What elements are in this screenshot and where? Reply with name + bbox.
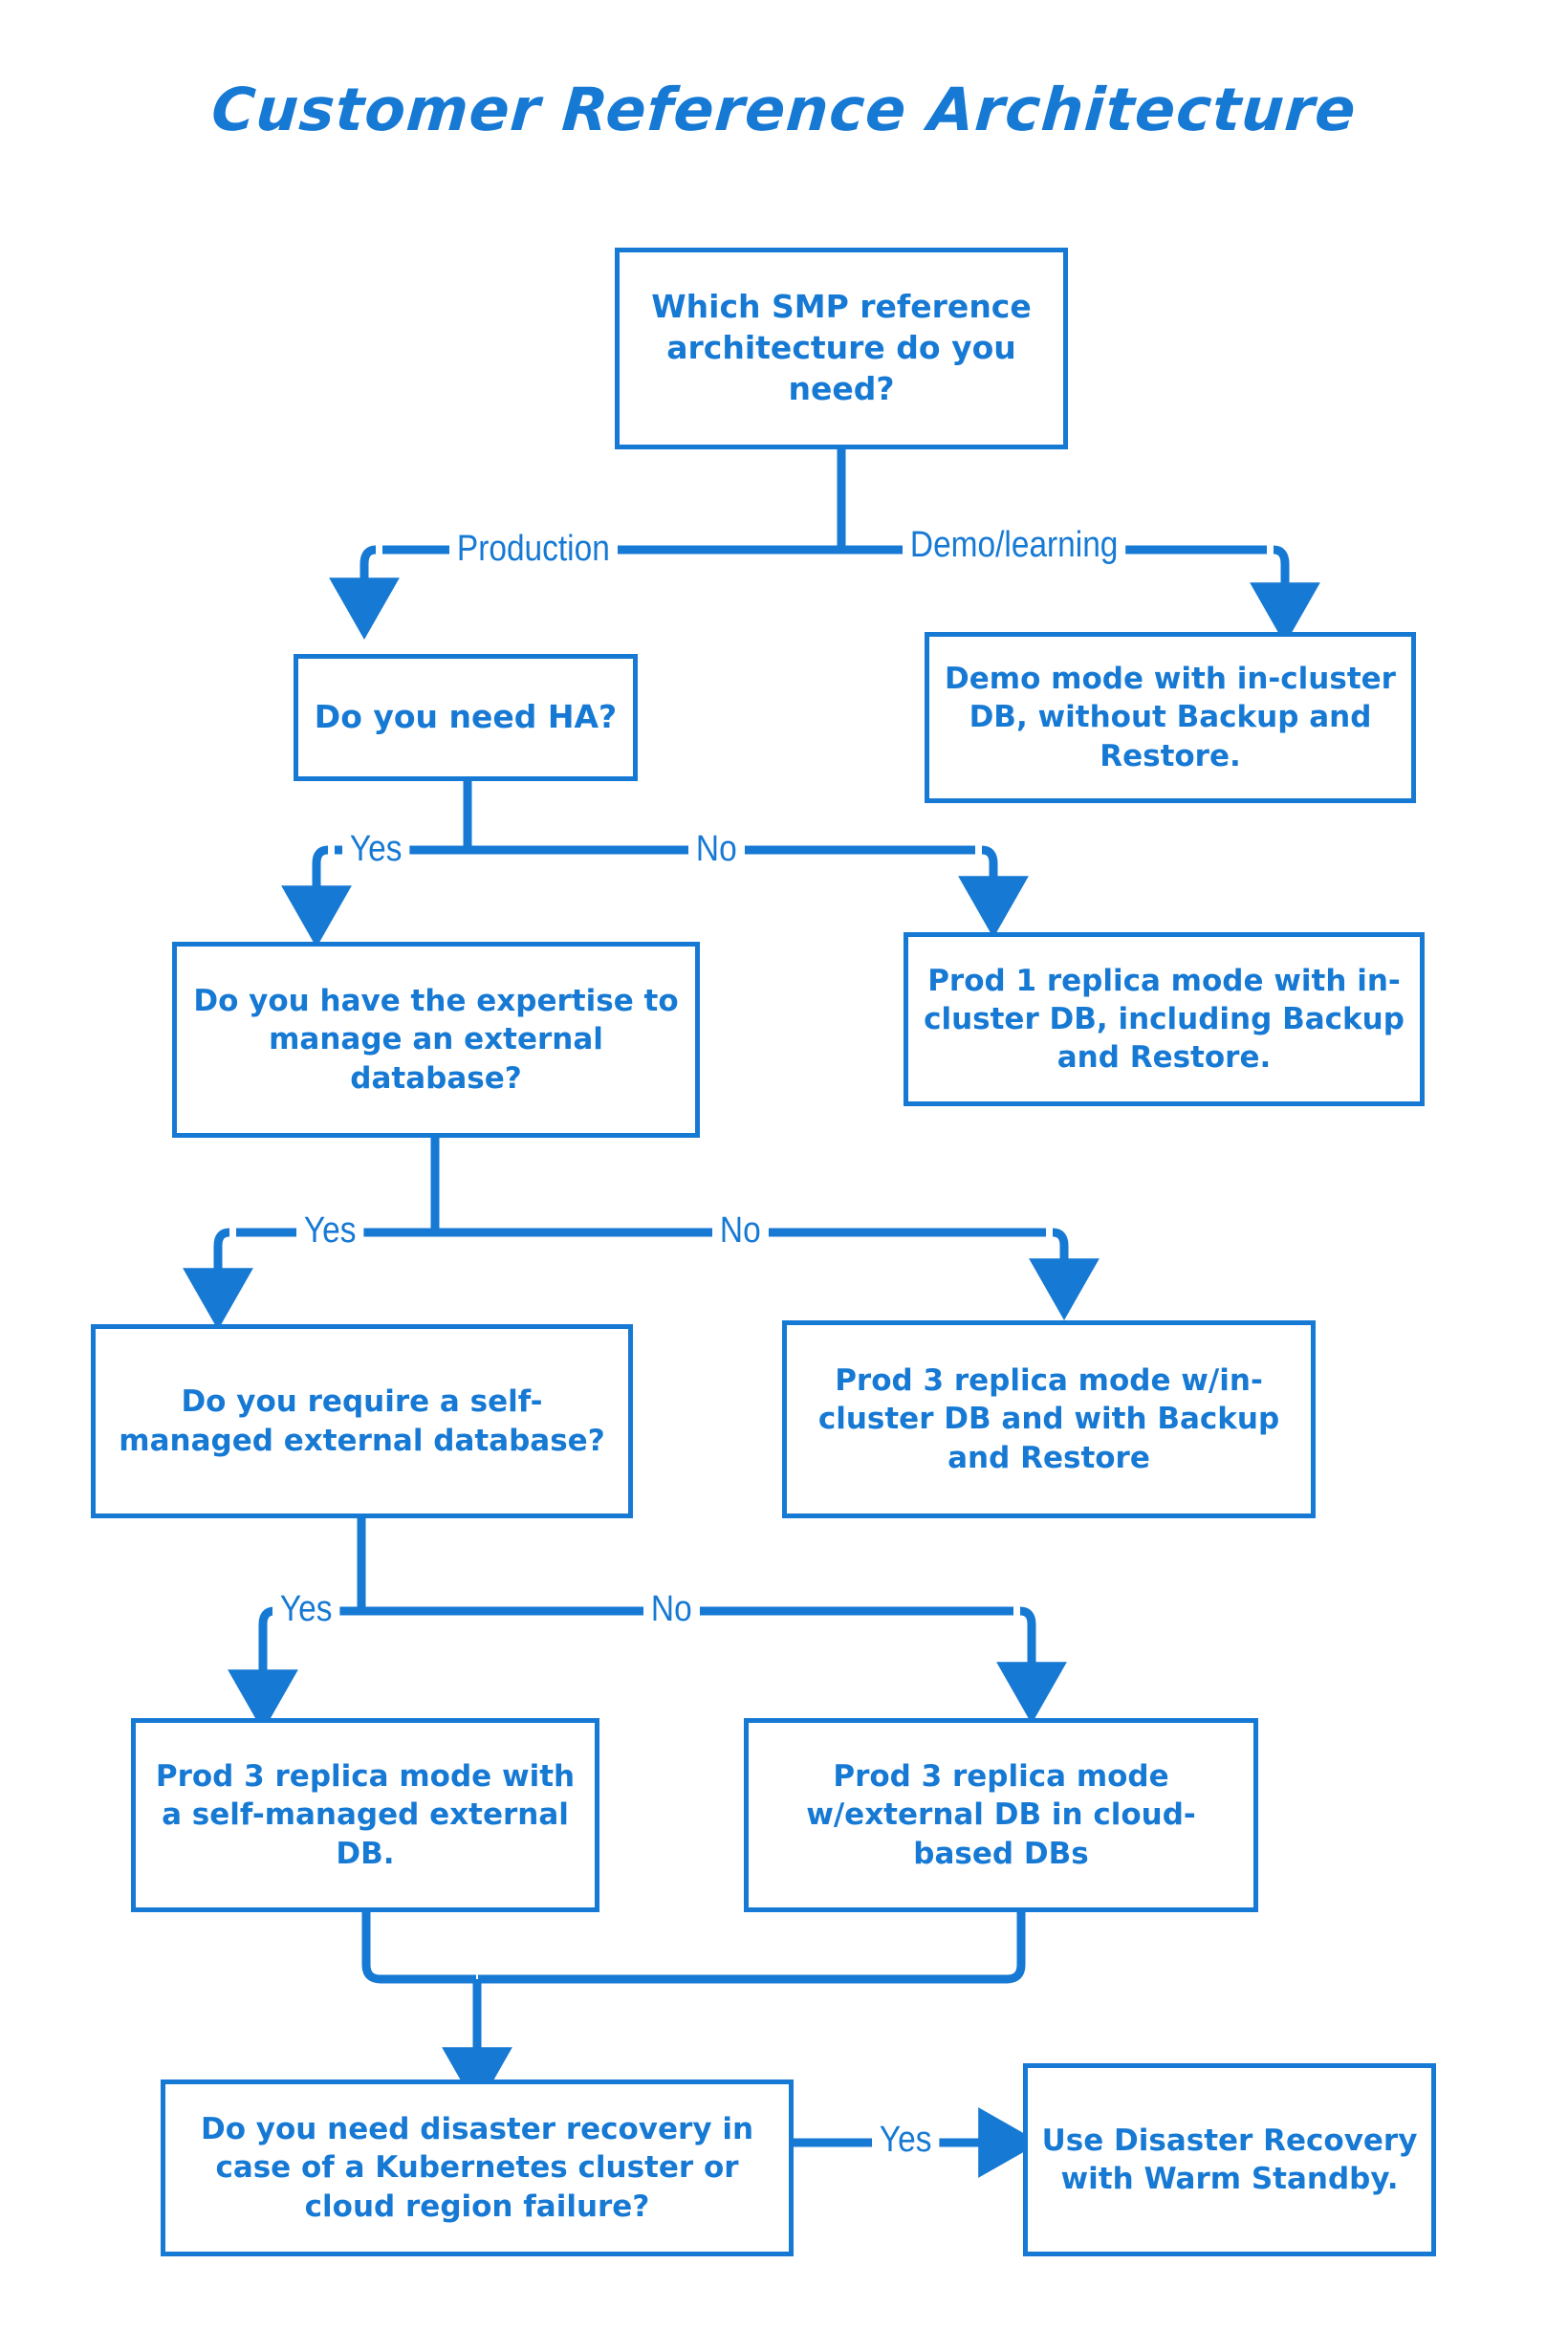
node-prod1-outcome[interactable]: Prod 1 replica mode with in-cluster DB, … [904, 932, 1425, 1106]
edge-label-demo-learning: Demo/learning [903, 527, 1126, 563]
wire-expertise-yes-down [183, 1228, 253, 1330]
edge-label-expertise-yes: Yes [296, 1212, 364, 1249]
node-demo-outcome[interactable]: Demo mode with in-cluster DB, without Ba… [925, 632, 1416, 803]
wire-selfmanaged-no-down [996, 1606, 1067, 1724]
node-prod3-selfmanaged-outcome[interactable]: Prod 3 replica mode with a self-managed … [131, 1718, 599, 1912]
edge-label-ha-no: No [688, 831, 745, 867]
node-selfmanaged-question[interactable]: Do you require a self-managed external d… [91, 1324, 633, 1518]
edge-label-production: Production [449, 531, 618, 567]
page-title: Customer Reference Architecture [208, 75, 1360, 144]
edge-label-ha-yes: Yes [342, 831, 410, 867]
wire-expertise-no-down [1029, 1228, 1100, 1320]
node-dr-outcome[interactable]: Use Disaster Recovery with Warm Standby. [1023, 2063, 1436, 2256]
edge-label-selfmanaged-yes: Yes [272, 1591, 340, 1627]
edge-label-selfmanaged-no: No [643, 1591, 700, 1627]
node-expertise-question[interactable]: Do you have the expertise to manage an e… [172, 942, 700, 1138]
wire-selfmanaged-box-down [361, 1912, 476, 1984]
node-ha-question[interactable]: Do you need HA? [294, 654, 638, 781]
node-prod3-cloud-outcome[interactable]: Prod 3 replica mode w/external DB in clo… [744, 1718, 1258, 1912]
node-dr-question[interactable]: Do you need disaster recovery in case of… [161, 2080, 794, 2256]
wire-demo-down [1250, 545, 1320, 644]
wire-ha-no-down [958, 845, 1029, 938]
wire-ha-yes-down [281, 845, 352, 947]
edge-label-expertise-no: No [712, 1212, 769, 1249]
node-root-question[interactable]: Which SMP reference architecture do you … [615, 248, 1068, 449]
wire-cloud-box-down [478, 1912, 1026, 1984]
edge-label-dr-yes: Yes [872, 2122, 940, 2158]
node-prod3-incluster-outcome[interactable]: Prod 3 replica mode w/in-cluster DB and … [782, 1320, 1316, 1518]
wire-production-down [329, 545, 400, 640]
